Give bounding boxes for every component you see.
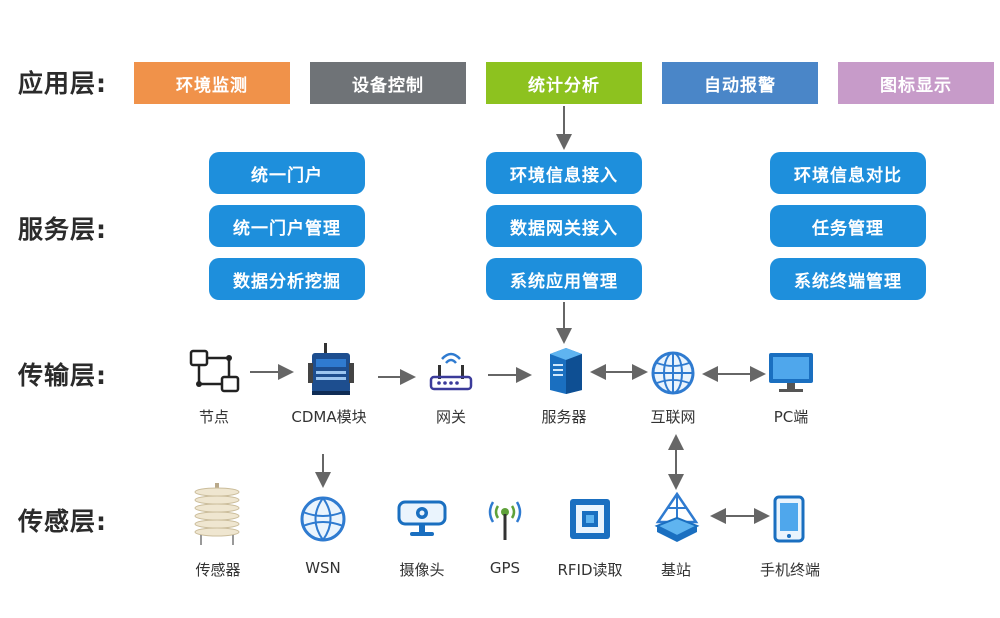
base-station-icon	[654, 492, 700, 542]
monitor-icon	[769, 353, 813, 392]
service-pill-portal: 统一门户	[209, 152, 365, 194]
rfid-label: RFID读取	[557, 561, 623, 579]
node-flow-icon	[189, 349, 240, 393]
app-box-chart-display: 图标显示	[838, 62, 994, 104]
wsn-icon	[300, 496, 346, 542]
service-pill-gateway-access: 数据网关接入	[486, 205, 642, 247]
node-label: 节点	[198, 408, 229, 426]
internet-label: 互联网	[650, 408, 696, 426]
cdma-module-label: CDMA模块	[291, 408, 367, 426]
phone-icon	[773, 495, 805, 543]
camera-label: 摄像头	[399, 561, 445, 579]
layer-label-application: 应用层:	[18, 69, 107, 98]
router-icon	[429, 352, 473, 391]
app-box-auto-alarm: 自动报警	[662, 62, 818, 104]
app-box-env-monitor: 环境监测	[134, 62, 290, 104]
service-pill-env-access: 环境信息接入	[486, 152, 642, 194]
rfid-chip-icon	[570, 499, 610, 539]
globe-icon	[651, 351, 695, 395]
service-pill-app-mgmt: 系统应用管理	[486, 258, 642, 300]
layer-label-sensing: 传感层:	[18, 507, 107, 536]
sensor-shelter-icon	[194, 483, 240, 545]
server-icon	[550, 348, 582, 394]
cdma-module-icon	[308, 343, 354, 395]
phone-label: 手机终端	[759, 561, 820, 579]
server-label: 服务器	[541, 408, 587, 426]
app-box-statistics: 统计分析	[486, 62, 642, 104]
service-pill-terminal-mgmt: 系统终端管理	[770, 258, 926, 300]
wsn-label: WSN	[305, 559, 341, 577]
service-pill-env-compare: 环境信息对比	[770, 152, 926, 194]
base-station-label: 基站	[660, 561, 691, 579]
pc-label: PC端	[773, 408, 809, 426]
layer-label-service: 服务层:	[18, 215, 107, 244]
layer-label-transport: 传输层:	[18, 361, 107, 390]
service-pill-portal-mgmt: 统一门户管理	[209, 205, 365, 247]
camera-icon	[397, 500, 447, 536]
gps-label: GPS	[489, 559, 521, 577]
gateway-label: 网关	[435, 408, 466, 426]
sensor-label: 传感器	[195, 561, 241, 579]
app-box-device-control: 设备控制	[310, 62, 466, 104]
service-pill-task-mgmt: 任务管理	[770, 205, 926, 247]
gps-antenna-icon	[488, 501, 522, 540]
service-pill-data-mining: 数据分析挖掘	[209, 258, 365, 300]
